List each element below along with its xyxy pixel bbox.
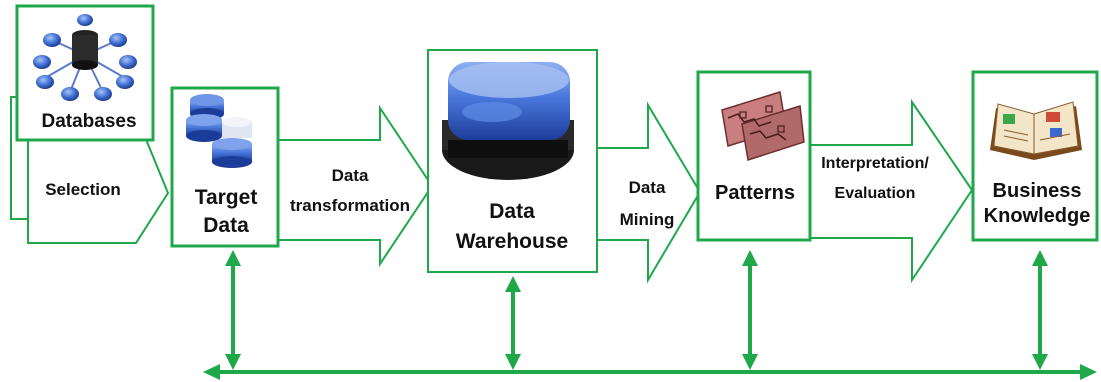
patterns-map-icon [721,91,805,161]
data-mining-label: Data Mining [600,178,694,229]
data-mining-arrow [595,101,702,284]
data-mining-line2: Mining [619,209,675,229]
business-knowledge-line2: Knowledge [983,205,1091,227]
interpretation-line1: Interpretation/ [821,155,929,172]
databases-label: Databases [41,111,137,132]
data-transformation-label: Data transformation [280,166,420,215]
target-data-line2: Data [203,214,249,238]
database-cluster-icon [33,14,137,101]
data-transformation-line1: Data [331,166,369,185]
target-data-box [170,86,280,248]
patterns-label: Patterns [714,182,796,204]
data-warehouse-line1: Data [489,200,535,223]
interpretation-label: Interpretation/ Evaluation [810,155,940,204]
data-mining-line1: Data [628,178,666,197]
interpretation-arrow [807,98,974,284]
data-warehouse-line2: Warehouse [455,230,569,254]
data-warehouse-label: Data Warehouse [432,200,592,254]
business-knowledge-line1: Business [992,180,1082,202]
data-transformation-line2: transformation [290,195,410,215]
target-data-label: Target Data [180,186,272,238]
business-knowledge-label: Business Knowledge [975,180,1099,228]
open-book-icon [990,101,1082,160]
interpretation-line2: Evaluation [834,185,916,203]
feedback-connector [203,250,1097,380]
databases-box [15,4,155,142]
warehouse-disk-icon [442,62,574,180]
data-transformation-arrow [277,104,434,268]
database-stack-icon [186,94,252,168]
target-data-line1: Target [194,186,258,209]
selection-label: Selection [45,180,121,199]
